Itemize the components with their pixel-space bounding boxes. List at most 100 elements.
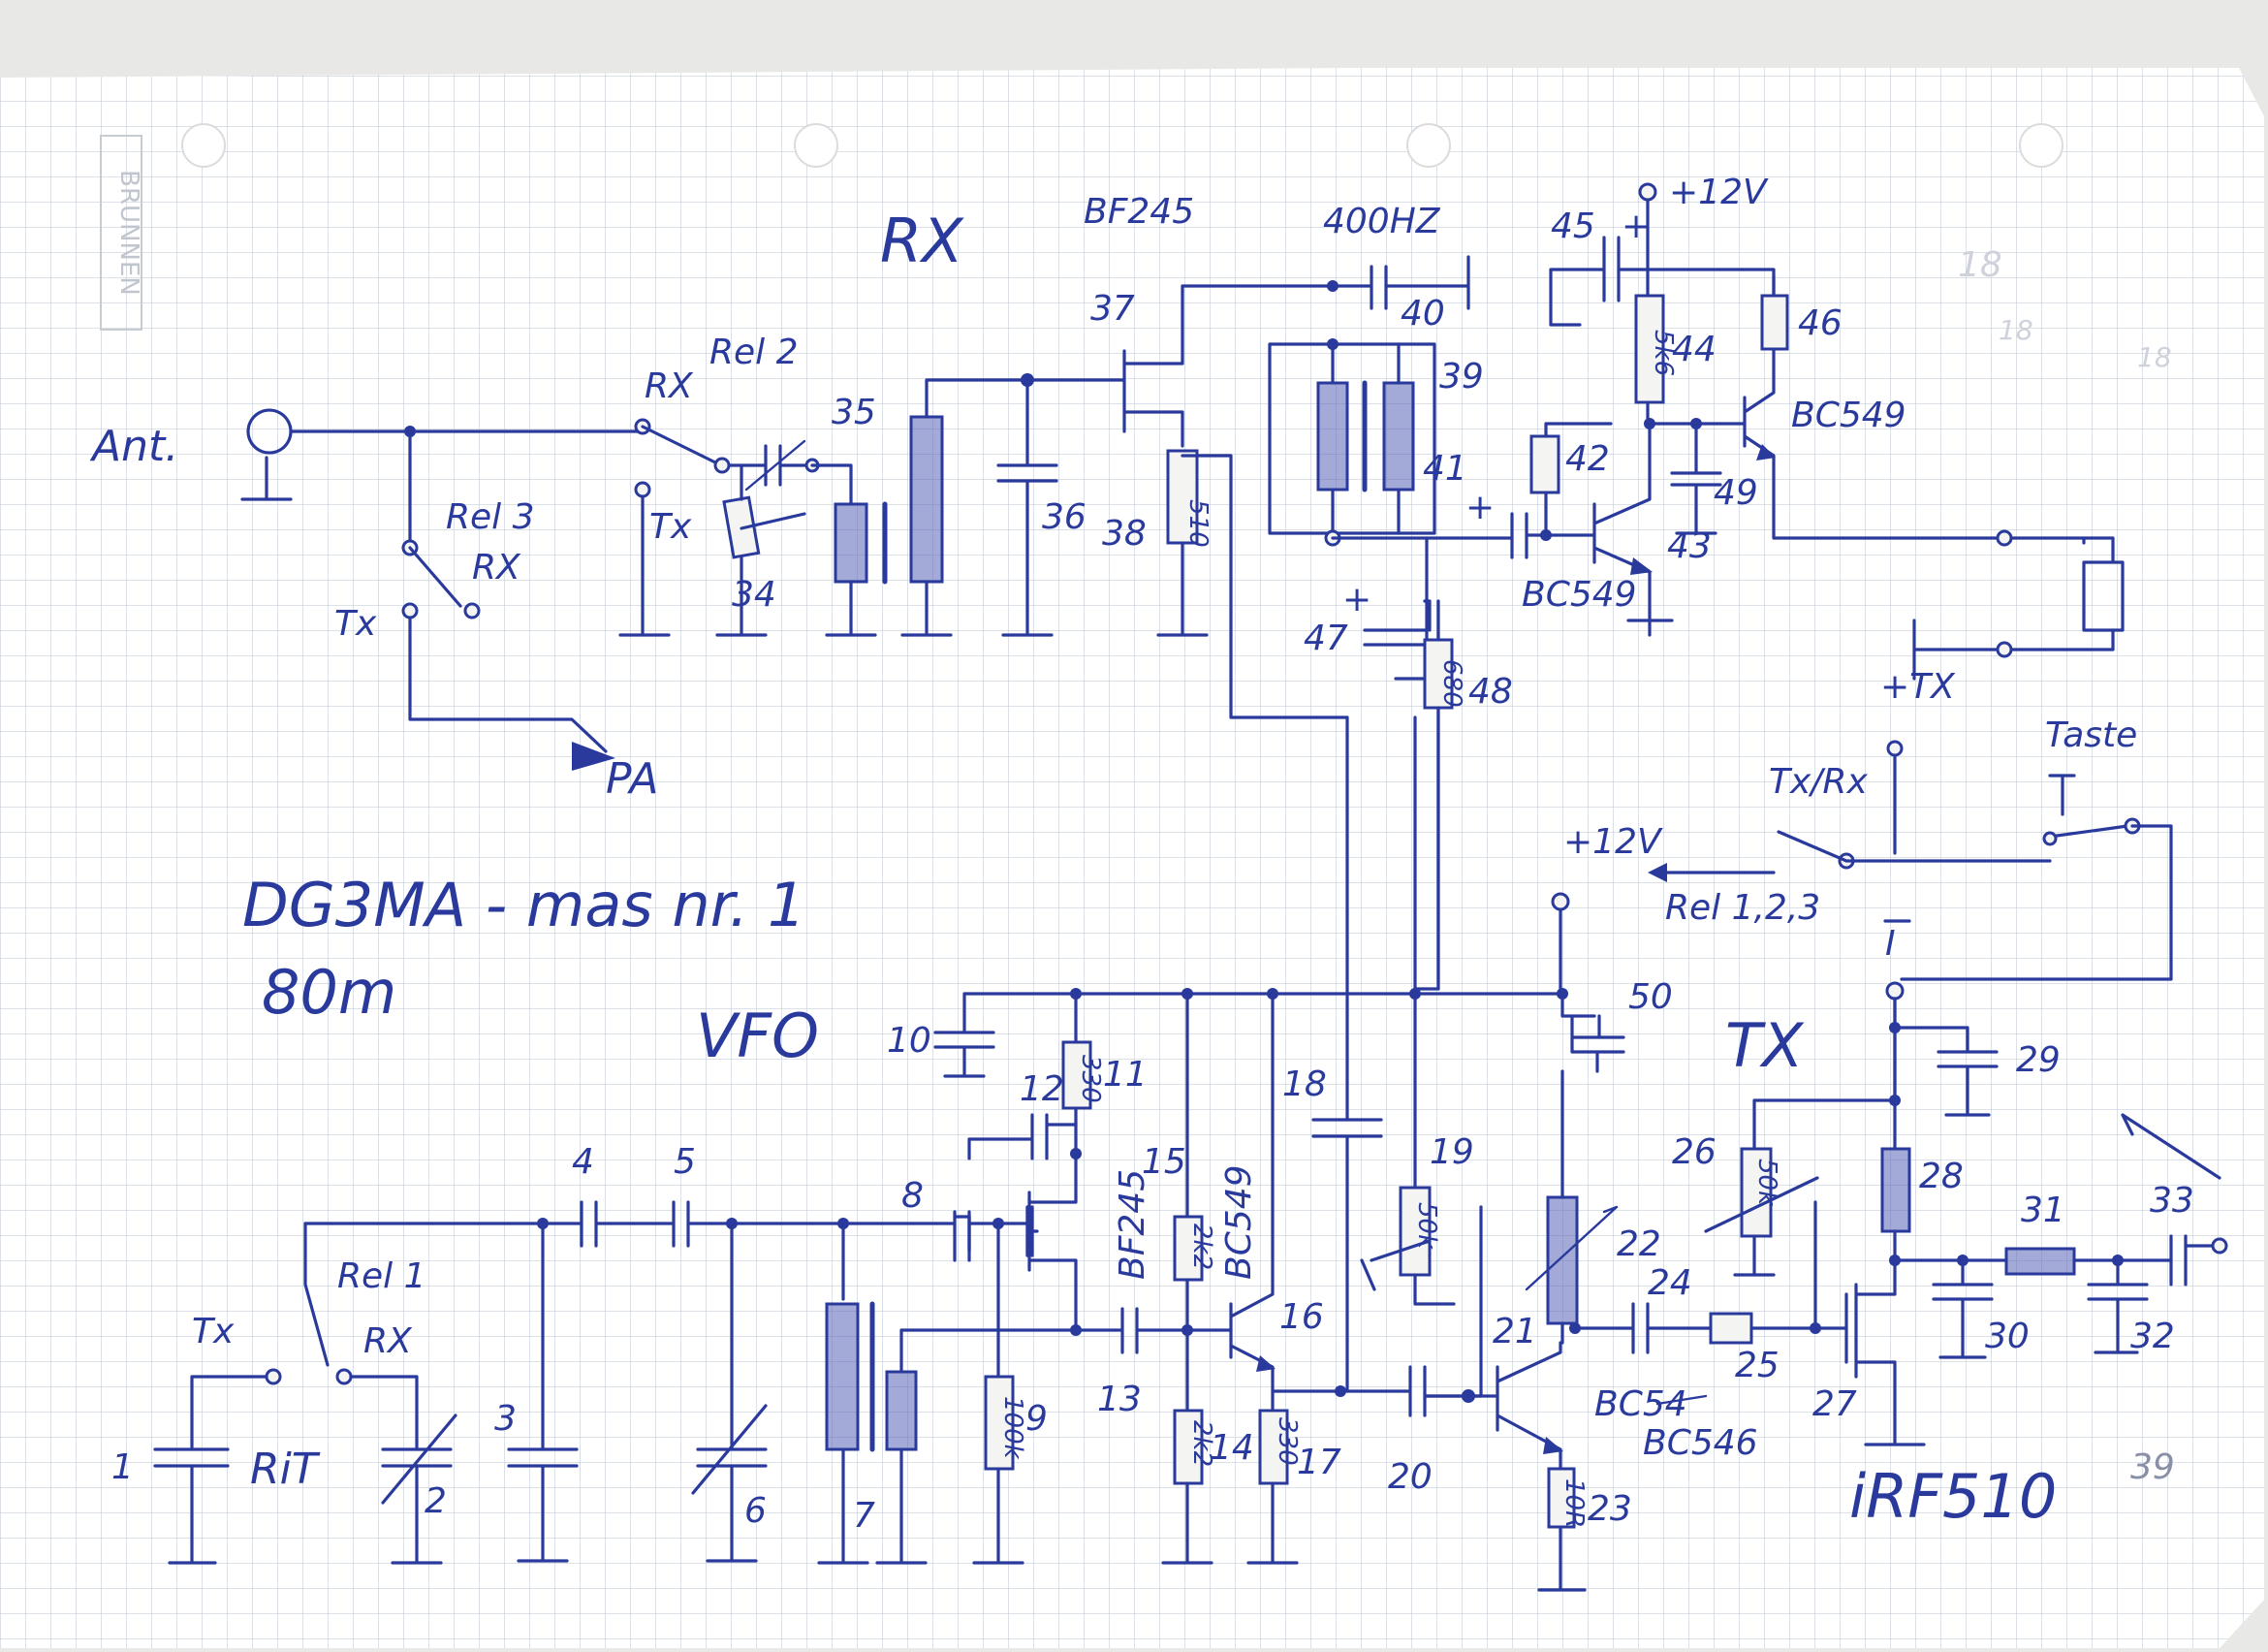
r25-label: 25 <box>1735 1346 1780 1385</box>
r38-value: 510 <box>1183 499 1213 548</box>
r48-value: 680 <box>1437 659 1466 708</box>
c4-label: 4 <box>572 1142 594 1182</box>
keying-section: +TX Tx/Rx Rel 1,2,3 Taste I <box>1648 667 2173 1001</box>
svg-text:+: + <box>1342 580 1371 620</box>
rel2-label: Rel 2 <box>709 333 799 372</box>
svg-text:I: I <box>1885 924 1896 964</box>
plus-tx-label: +TX <box>1880 667 1956 707</box>
rx-heading: RX <box>880 206 964 276</box>
pa-label: PA <box>606 754 658 804</box>
l31-label: 31 <box>2021 1191 2065 1230</box>
binder-holes <box>181 123 2063 168</box>
l22-label: 22 <box>1617 1224 1661 1264</box>
key-label: Taste <box>2045 715 2137 755</box>
bf245-vfo-label: BF245 <box>1113 1169 1152 1280</box>
svg-text:+: + <box>1465 488 1495 527</box>
r46-label: 46 <box>1798 303 1843 343</box>
c18-label: 18 <box>1282 1064 1327 1104</box>
rel3-label: Rel 3 <box>446 497 535 537</box>
c33-label: 33 <box>2150 1181 2194 1221</box>
vfo-heading: VFO <box>696 1001 819 1071</box>
c2-label: 2 <box>425 1481 447 1521</box>
rel2-rx-label: RX <box>645 366 694 406</box>
c10-label: 10 <box>887 1021 931 1061</box>
c37-label: 37 <box>1090 289 1135 329</box>
tx-heading: TX <box>1725 1010 1805 1081</box>
txrx-label: Tx/Rx <box>1769 762 1868 802</box>
margin-note-1: 18 <box>1958 245 2002 285</box>
brand-logo: BRUNNEN <box>100 135 143 331</box>
margin-notes: 18 18 18 <box>1958 245 2172 373</box>
r17-value: 330 <box>1273 1417 1302 1466</box>
brand-text: BRUNNEN <box>114 170 143 296</box>
irf510-label: iRF510 <box>1849 1461 2057 1532</box>
plus12v-mid-label: +12V <box>1563 822 1663 862</box>
r9-value: 100k <box>998 1396 1027 1460</box>
c40-label: 40 <box>1401 294 1445 334</box>
r23-value: 10R <box>1559 1478 1589 1528</box>
c12-label: 12 <box>1020 1069 1064 1109</box>
c49-label: 49 <box>1714 473 1758 513</box>
r11-value: 330 <box>1076 1055 1105 1103</box>
svg-text:+: + <box>1622 206 1651 246</box>
r42-label: 42 <box>1565 439 1610 479</box>
r48-label: 48 <box>1468 672 1513 712</box>
c36-label: 36 <box>1042 497 1087 537</box>
title-text: DG3MA - mas nr. 1 <box>242 870 805 940</box>
p26-value: 50k <box>1752 1159 1781 1206</box>
margin-note-39: 39 <box>2130 1447 2175 1487</box>
c16-label: 16 <box>1279 1297 1324 1337</box>
rel1-tx-label: Tx <box>192 1312 235 1351</box>
r11-label: 11 <box>1103 1055 1148 1095</box>
rel2-tx-label: Tx <box>649 507 692 547</box>
rit-label: RiT <box>250 1445 321 1494</box>
rel3-rx-label: RX <box>472 548 521 588</box>
r28-label: 28 <box>1919 1157 1964 1196</box>
c20-label: 20 <box>1388 1457 1433 1497</box>
relays-out-label: Rel 1,2,3 <box>1665 888 1820 928</box>
c39-label: 39 <box>1439 357 1484 397</box>
band-text: 80m <box>262 957 396 1028</box>
p19-label: 19 <box>1430 1132 1474 1172</box>
rel3-tx-label: Tx <box>334 604 377 644</box>
r23-label: 23 <box>1588 1489 1632 1529</box>
bc549-a-label: BC549 <box>1522 575 1637 615</box>
q27-label: 27 <box>1812 1384 1857 1424</box>
bf245-rx-label: BF245 <box>1084 192 1194 232</box>
c13-label: 13 <box>1097 1380 1142 1419</box>
c21-label: 21 <box>1493 1312 1537 1351</box>
filter-label: 400HZ <box>1323 202 1441 241</box>
c30-label: 30 <box>1985 1317 2030 1356</box>
rx-section: RX Ant. Rel 3 RX Tx PA RX Rel 2 Tx 34 <box>89 173 2125 991</box>
rel1-label: Rel 1 <box>337 1256 426 1296</box>
c5-label: 5 <box>674 1142 696 1182</box>
c32-label: 32 <box>2130 1317 2175 1356</box>
c6-label: 6 <box>744 1491 767 1531</box>
c35-label: 35 <box>832 393 876 432</box>
r15-value: 2k2 <box>1187 1223 1216 1270</box>
r14-value: 2k2 <box>1187 1420 1216 1467</box>
c47-label: 47 <box>1304 619 1348 658</box>
r17-label: 17 <box>1297 1443 1341 1482</box>
margin-note-3: 18 <box>2137 341 2172 373</box>
c50-label: 50 <box>1628 977 1673 1017</box>
c3-label: 3 <box>494 1399 517 1439</box>
bc549-vfo-label: BC549 <box>1219 1164 1259 1280</box>
bc546-struck-label: BC54 <box>1594 1384 1687 1424</box>
margin-note-2: 18 <box>1999 314 2033 346</box>
c7-label: 7 <box>853 1496 875 1536</box>
c1-label: 1 <box>111 1447 134 1487</box>
rit-section: 4 5 3 6 Rel 1 RX Tx 1 RiT 2 <box>111 1142 845 1565</box>
rel1-rx-label: RX <box>363 1321 413 1361</box>
antenna-label: Ant. <box>89 422 178 471</box>
c45-label: 45 <box>1551 206 1595 246</box>
antenna-connector <box>240 408 293 501</box>
c29-label: 29 <box>2016 1040 2061 1080</box>
c38-label: 38 <box>1102 514 1147 554</box>
r14-label: 14 <box>1210 1428 1254 1468</box>
vfo-section: DG3MA - mas nr. 1 80m VFO +12V 10 50 330… <box>242 715 2228 1592</box>
graph-paper <box>0 68 2264 1648</box>
r9-label: 9 <box>1025 1399 1048 1439</box>
